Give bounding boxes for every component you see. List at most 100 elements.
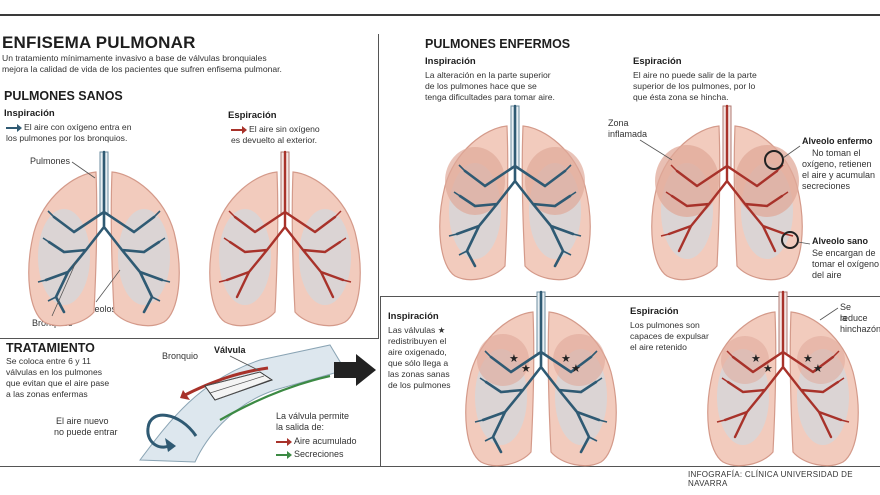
label-zone-line-1: Zona: [608, 118, 629, 128]
result-esp-line-1: Los pulmones son: [630, 320, 700, 330]
result-insp-title: Inspiración: [388, 311, 439, 322]
pointer-zone: [639, 139, 673, 161]
legend-secretions-label: Secreciones: [294, 449, 344, 459]
divider-vertical-main: [378, 34, 379, 339]
result-insp-line-5: las zonas sanas: [388, 369, 450, 379]
red-arrow-icon: [276, 437, 292, 446]
healthy-esp-line-2: es devuelto al exterior.: [231, 135, 317, 145]
diseased-insp-line-3: tenga dificultades para tomar aire.: [425, 92, 555, 102]
diseased-esp-line-3: que ésta zona se hincha.: [633, 92, 729, 102]
result-esp-line-2: capaces de expulsar: [630, 331, 709, 341]
treatment-line-3: que evitan que el aire pase: [6, 378, 110, 388]
diseased-lungs-expiration: [651, 104, 803, 281]
legend-secretions: Secreciones: [276, 449, 344, 460]
healthy-insp-line-1: El aire con oxígeno entra en: [24, 122, 132, 132]
pointer-alveoli: [95, 269, 121, 303]
healthy-heading: PULMONES SANOS: [4, 89, 123, 103]
svg-text:★: ★: [803, 353, 813, 365]
svg-text:★: ★: [763, 363, 773, 375]
healthy-lungs-expiration: [209, 150, 361, 327]
result-insp-line-1: Las válvulas ★: [388, 325, 445, 336]
healthy-alveolus-line-2: tomar el oxígeno: [812, 259, 880, 269]
intro-line-2: mejora la calidad de vida de los pacient…: [2, 64, 282, 74]
result-insp-line-2: redistribuyen el: [388, 336, 447, 346]
treatment-line-1: Se coloca entre 6 y 11: [6, 356, 91, 366]
label-lungs: Pulmones: [30, 156, 71, 166]
svg-text:★: ★: [813, 363, 823, 375]
intro-line-1: Un tratamiento mínimamente invasivo a ba…: [2, 53, 267, 63]
diseased-insp-line-2: de los pulmones hace que se: [425, 81, 537, 91]
treatment-line-2: válvulas en los pulmones: [6, 367, 103, 377]
healthy-insp-text: El aire con oxígeno entra en los pulmone…: [6, 122, 132, 144]
divider-horizontal-right: [380, 296, 880, 297]
svg-text:★: ★: [521, 363, 531, 375]
healthy-esp-line-1: El aire sin oxígeno: [249, 124, 320, 134]
healthy-lungs-inspiration: [28, 150, 180, 327]
healthy-insp-title: Inspiración: [4, 108, 55, 119]
valve-diagram: [139, 344, 346, 463]
label-new-air-line-1: El aire nuevo: [56, 416, 109, 426]
reduce-line-2: la hinchazón: [840, 313, 880, 334]
healthy-alveolus-line-1: Se encargan de: [812, 248, 876, 258]
diseased-esp-line-2: superior de los pulmones, por lo: [633, 81, 756, 91]
divider-bottom: [0, 466, 880, 467]
legend-air-label: Aire acumulado: [294, 436, 357, 446]
label-zone-line-2: inflamada: [608, 129, 648, 139]
healthy-alveolus-title: Alveolo sano: [812, 236, 869, 246]
diseased-esp-title: Espiración: [633, 56, 682, 67]
diseased-insp-title: Inspiración: [425, 56, 476, 67]
pointer-healthy: [797, 241, 811, 245]
sick-alveolus-title: Alveolo enfermo: [802, 136, 873, 146]
healthy-insp-line-2: los pulmones por los bronquios.: [6, 133, 128, 143]
top-rule: [0, 14, 880, 16]
healthy-esp-title: Espiración: [228, 110, 277, 121]
diseased-esp-line-1: El aire no puede salir de la parte: [633, 70, 757, 80]
svg-text:★: ★: [571, 363, 581, 375]
red-arrow-icon: [231, 125, 247, 134]
pointer-sick: [782, 145, 801, 159]
label-valve: Válvula: [214, 345, 246, 355]
svg-text:★: ★: [751, 353, 761, 365]
sick-alveolus-marker: [764, 150, 784, 170]
sick-alveolus-line-4: secreciones: [802, 181, 851, 191]
pointer-bronchi: [51, 261, 77, 317]
treatment-heading: TRATAMIENTO: [6, 341, 95, 355]
pointer-reduce: [819, 307, 839, 321]
label-bronchus: Bronquio: [162, 351, 199, 361]
healthy-alveolus-marker: [781, 231, 799, 249]
result-insp-line-6: de los pulmones: [388, 380, 451, 390]
flow-arrow-icon: [334, 354, 376, 386]
result-lungs-expiration: ★ ★ ★ ★: [707, 290, 859, 467]
healthy-esp-text: El aire sin oxígeno es devuelto al exter…: [231, 124, 320, 146]
result-insp-line-4: que sólo llega a: [388, 358, 449, 368]
sick-alveolus-line-1: No toman el: [812, 148, 861, 158]
result-esp-line-3: el aire retenido: [630, 342, 687, 352]
legend-accumulated-air: Aire acumulado: [276, 436, 357, 447]
svg-text:★: ★: [561, 353, 571, 365]
label-allows-line-2: la salida de:: [276, 422, 325, 432]
green-arrow-icon: [276, 450, 292, 459]
label-alveoli: Alveolos: [82, 304, 117, 314]
blue-arrow-icon: [6, 123, 22, 132]
star-icon: ★: [437, 325, 446, 335]
diseased-heading: PULMONES ENFERMOS: [425, 37, 571, 51]
sick-alveolus-line-2: oxígeno, retienen: [802, 159, 872, 169]
label-new-air-line-2: no puede entrar: [54, 427, 118, 437]
credit-line: INFOGRAFÍA: CLÍNICA UNIVERSIDAD DE NAVAR…: [688, 470, 853, 488]
divider-horizontal-left: [0, 338, 378, 339]
diseased-insp-line-1: La alteración en la parte superior: [425, 70, 551, 80]
result-esp-title: Espiración: [630, 306, 679, 317]
result-insp-line-3: aire oxigenado,: [388, 347, 447, 357]
divider-vertical-lower: [380, 296, 381, 466]
diseased-lungs-inspiration: [439, 104, 591, 281]
label-allows-line-1: La válvula permite: [276, 411, 350, 421]
result-insp-text-1: Las válvulas: [388, 325, 436, 335]
result-lungs-inspiration: ★ ★ ★ ★: [465, 290, 617, 467]
healthy-alveolus-line-3: del aire: [812, 270, 842, 280]
page-title: ENFISEMA PULMONAR: [2, 33, 196, 52]
reduce-line-1: Se reduce: [840, 302, 868, 323]
treatment-line-4: a las zonas enfermas: [6, 389, 88, 399]
sick-alveolus-line-3: el aire y acumulan: [802, 170, 876, 180]
pointer-lungs: [71, 161, 96, 179]
